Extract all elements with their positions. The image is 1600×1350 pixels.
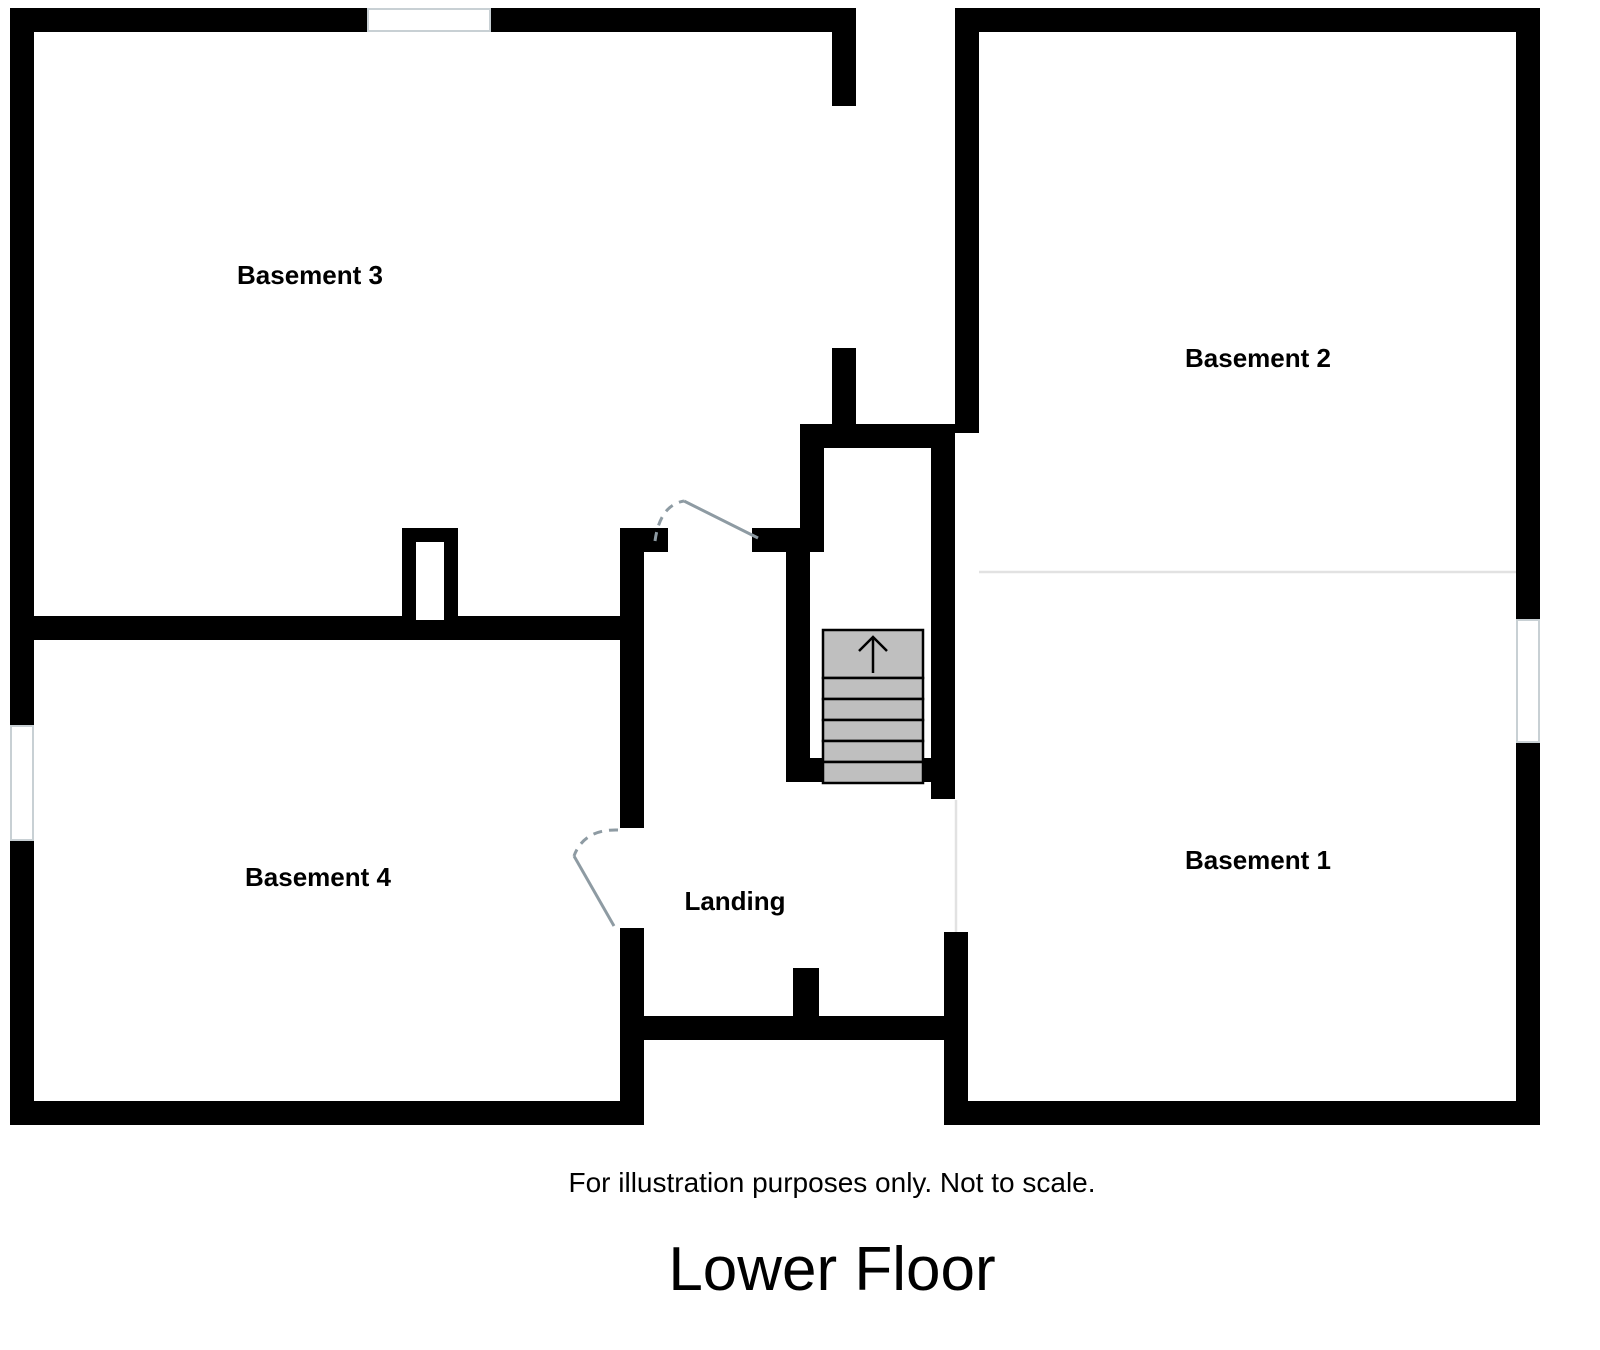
stair-direction-arrow <box>858 635 888 673</box>
wall-north-left-b <box>490 8 856 32</box>
wall-landing-south <box>620 1016 956 1040</box>
wall-landing-right-lower <box>944 932 968 1125</box>
wall-stub-north-centre <box>832 8 856 106</box>
chimney-recess <box>416 542 444 620</box>
stair-tread-3 <box>821 718 925 743</box>
wall-south-right <box>944 1101 1540 1125</box>
staircase <box>821 628 925 785</box>
room-label-basement-2: Basement 2 <box>1185 343 1331 373</box>
exterior-walls <box>10 8 1540 1125</box>
wall-stair-top <box>800 424 955 448</box>
wall-north-left-a <box>10 8 368 32</box>
door-basement-4 <box>572 828 619 927</box>
stair-tread-2 <box>821 739 925 764</box>
window-top <box>367 8 491 32</box>
stair-tread-1 <box>821 760 925 785</box>
windows <box>10 8 1540 841</box>
room-label-basement-1: Basement 1 <box>1185 845 1331 875</box>
floor-title: Lower Floor <box>668 1235 995 1304</box>
wall-landing-door-head <box>752 528 824 552</box>
wall-landing-left-upper <box>620 528 644 828</box>
window-right <box>1516 619 1540 743</box>
wall-east-upper <box>1516 8 1540 620</box>
window-left <box>10 725 34 841</box>
openings <box>954 570 1516 932</box>
wall-stair-right <box>931 424 955 799</box>
wall-landing-left-top-stub <box>620 528 668 552</box>
disclaimer: For illustration purposes only. Not to s… <box>568 1167 1095 1198</box>
door-upper-landing-arc <box>653 499 685 542</box>
wall-west-lower-a <box>10 628 34 726</box>
stair-tread-5 <box>821 676 925 701</box>
wall-north-right <box>955 8 1540 32</box>
wall-centre-vertical-upper <box>955 8 979 433</box>
interior-walls <box>10 8 979 1125</box>
wall-stub-stair-top <box>832 348 856 436</box>
room-label-landing: Landing <box>684 886 785 916</box>
wall-stair-left-upper <box>800 424 824 540</box>
door-upper-landing <box>653 499 759 542</box>
door-basement-4-arc <box>572 828 619 857</box>
wall-west-lower-b <box>10 840 34 1125</box>
door-upper-landing-leaf <box>683 499 759 540</box>
wall-east-lower <box>1516 742 1540 1125</box>
wall-west-upper <box>10 8 34 628</box>
wall-south-left <box>10 1101 632 1125</box>
room-label-basement-4: Basement 4 <box>245 862 391 892</box>
wall-landing-pier <box>793 968 819 1020</box>
door-basement-4-leaf <box>572 855 616 927</box>
wall-b3-b4-divider <box>10 616 632 640</box>
wall-stair-left-lower <box>786 540 810 780</box>
stair-tread-4 <box>821 697 925 722</box>
room-label-basement-3: Basement 3 <box>237 260 383 290</box>
